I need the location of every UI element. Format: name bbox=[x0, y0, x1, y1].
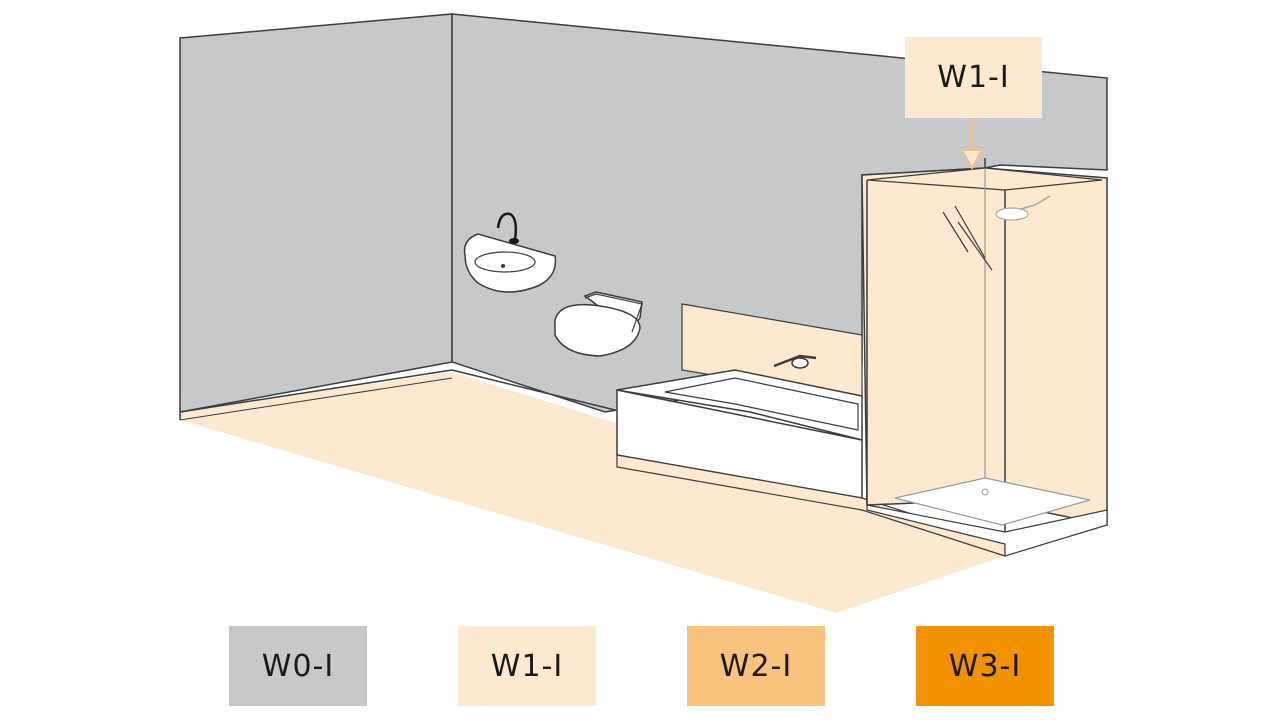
toilet bbox=[554, 291, 643, 357]
bathtub-inner bbox=[664, 377, 859, 431]
floor-edge-right bbox=[451, 369, 616, 411]
legend-swatch-w3: W3-I bbox=[916, 626, 1054, 706]
floor-edge-back bbox=[179, 369, 453, 413]
legend-swatch-w2: W2-I bbox=[687, 626, 825, 706]
legend-swatch-w0: W0-I bbox=[229, 626, 367, 706]
callout-label: W1-I bbox=[905, 37, 1042, 118]
floor-zone bbox=[180, 372, 1005, 613]
glass-reflection bbox=[942, 205, 993, 271]
left-wall bbox=[179, 13, 453, 413]
sink bbox=[463, 212, 557, 293]
shower-tray bbox=[894, 477, 1091, 526]
bath-faucet bbox=[773, 354, 817, 369]
callout-arrow-head bbox=[960, 149, 984, 171]
floor-front-edge bbox=[179, 377, 453, 421]
legend-swatch-w1: W1-I bbox=[458, 626, 596, 706]
shower-base bbox=[866, 504, 1108, 557]
shower-head bbox=[995, 195, 1051, 221]
